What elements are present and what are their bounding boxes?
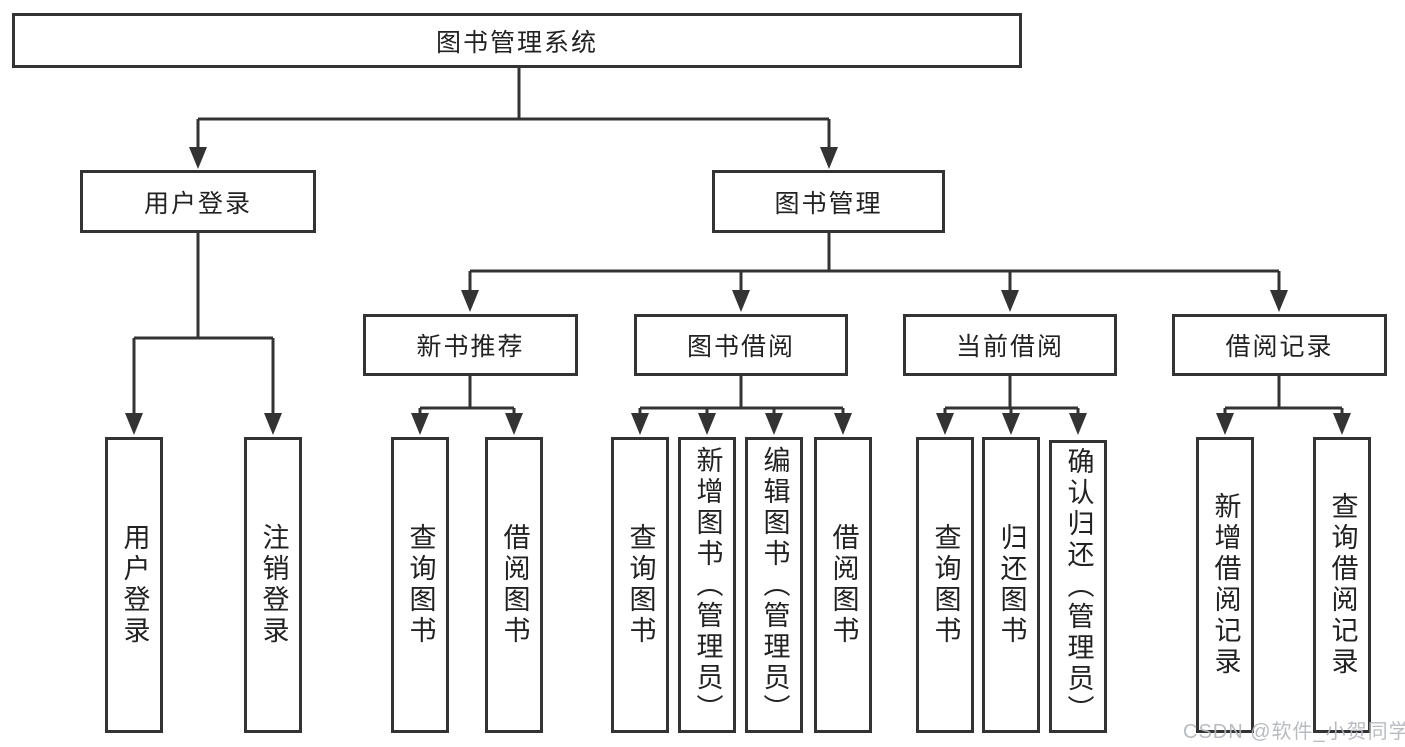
arrowhead-icon [631,413,649,435]
node-book-management-label: 图书管理 [774,189,883,218]
node-root: 图书管理系统 [12,13,1022,68]
arrowhead-icon [1002,413,1020,435]
connector-book-management-group [468,233,1281,293]
leaf-add-borrow-record-label: 新增借阅记录 [1210,492,1241,678]
node-new-book-recommend-label: 新书推荐 [416,333,525,361]
leaf-query-books-borrow-label: 查询图书 [625,523,656,647]
leaf-add-books-admin: 新增图书（管理员） [678,437,736,733]
node-root-label: 图书管理系统 [435,28,598,57]
leaf-query-books-borrow: 查询图书 [611,437,669,733]
connector-borrow-records-group [1223,376,1344,416]
arrowhead-icon [732,290,750,312]
node-borrow-records: 借阅记录 [1172,314,1387,376]
connector-new-book-recommend-group [418,376,516,416]
leaf-add-borrow-record: 新增借阅记录 [1196,437,1254,733]
arrowhead-icon [189,147,207,169]
leaf-query-borrow-record: 查询借阅记录 [1313,437,1371,733]
arrowhead-icon [1069,413,1087,435]
arrowhead-icon [1333,413,1351,435]
connector-current-borrow-group [943,376,1080,416]
node-book-borrow: 图书借阅 [634,314,848,376]
connector-user-login-group [132,233,275,416]
leaf-borrow-books: 借阅图书 [814,437,872,733]
node-current-borrow-label: 当前借阅 [955,333,1064,361]
node-user-login-label: 用户登录 [143,189,252,218]
arrowhead-icon [461,290,479,312]
leaf-edit-books-admin: 编辑图书（管理员） [745,437,803,733]
leaf-borrow-books-recommend: 借阅图书 [485,437,543,733]
arrowhead-icon [1001,290,1019,312]
arrowhead-icon [936,413,954,435]
node-user-login: 用户登录 [80,170,316,233]
arrowhead-icon [765,413,783,435]
leaf-edit-books-admin-label: 编辑图书（管理员） [759,445,790,725]
arrowhead-icon [834,413,852,435]
node-new-book-recommend: 新书推荐 [363,314,578,376]
leaf-borrow-books-label: 借阅图书 [828,523,859,647]
leaf-confirm-return-admin: 确认归还（管理员） [1049,440,1107,733]
arrowhead-icon [411,413,429,435]
leaf-borrow-books-recommend-label: 借阅图书 [499,523,530,647]
node-book-management: 图书管理 [712,170,945,233]
arrowhead-icon [820,147,838,169]
watermark: CSDN @软件_小贺同学 [1183,721,1405,743]
connector-book-borrow-group [638,376,845,416]
leaf-query-books-recommend-label: 查询图书 [405,523,436,647]
leaf-confirm-return-admin-label: 确认归还（管理员） [1063,447,1094,726]
leaf-query-books-recommend: 查询图书 [391,437,449,733]
arrowhead-icon [1270,290,1288,312]
arrowhead-icon [264,413,282,435]
arrowhead-icon [698,413,716,435]
leaf-query-books-current-label: 查询图书 [930,523,961,647]
arrowheads [125,147,1351,435]
connector-root-to-level2 [196,68,831,150]
arrowhead-icon [505,413,523,435]
leaf-user-login-label: 用户登录 [119,523,150,647]
arrowhead-icon [125,413,143,435]
leaf-return-books: 归还图书 [982,437,1040,733]
leaf-query-books-current: 查询图书 [916,437,974,733]
connector-lines [132,68,1344,416]
leaf-logout-login: 注销登录 [244,437,302,733]
leaf-query-borrow-record-label: 查询借阅记录 [1327,492,1358,678]
node-book-borrow-label: 图书借阅 [686,333,795,361]
leaf-user-login: 用户登录 [105,437,163,733]
node-current-borrow: 当前借阅 [903,314,1117,376]
leaf-logout-login-label: 注销登录 [258,523,289,647]
leaf-add-books-admin-label: 新增图书（管理员） [692,445,723,725]
node-borrow-records-label: 借阅记录 [1225,333,1334,361]
leaf-return-books-label: 归还图书 [996,523,1027,647]
arrowhead-icon [1216,413,1234,435]
